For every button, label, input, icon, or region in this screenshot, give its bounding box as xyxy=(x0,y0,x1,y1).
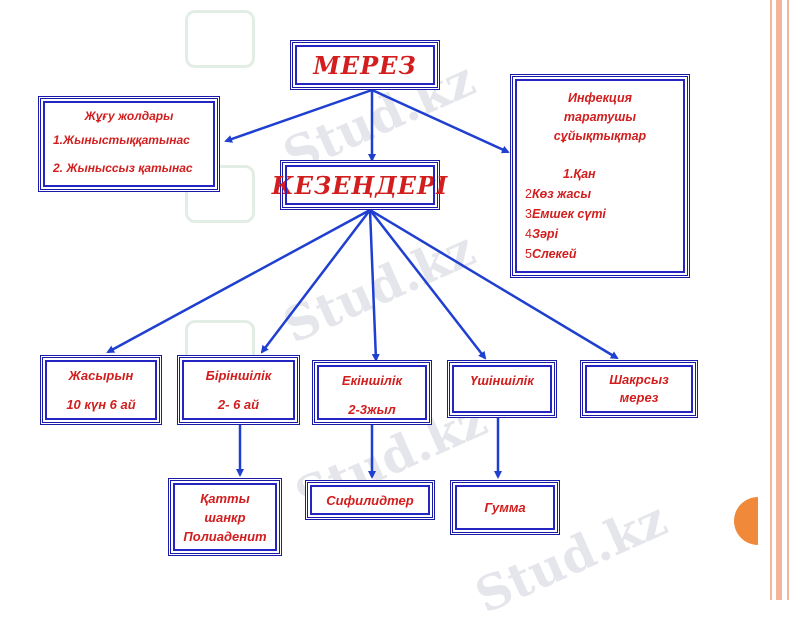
stage-detail: 2- 6 ай xyxy=(217,397,260,412)
transmission-title: Жұғу жолдары xyxy=(84,109,174,123)
watermark-logo xyxy=(185,10,255,68)
stage-name: Екіншілік xyxy=(341,373,403,388)
stage-detail: мерез xyxy=(619,390,659,405)
transmission-item: 1.Жыныстыққатынас xyxy=(53,133,190,147)
side-border-line xyxy=(787,0,789,600)
gumma-box: Гумма xyxy=(450,480,560,535)
transmission-item: 2. Жыныссыз қатынас xyxy=(53,161,193,175)
stage-detail: 2-3жыл xyxy=(348,402,396,417)
stage-detail: 10 күн 6 ай xyxy=(66,397,136,412)
syphilides-box: Сифилидтер xyxy=(305,480,435,520)
fluid-item: 3Емшек сүті xyxy=(525,207,606,221)
fluid-item: 5Слекей xyxy=(525,247,577,261)
side-border-line xyxy=(770,0,772,600)
stages-title-box: КЕЗЕҢДЕРІ xyxy=(272,160,447,210)
stage-box-secondary: Екіншілік 2-3жыл xyxy=(312,360,432,425)
root-box-syphilis: МЕРЕЗ xyxy=(290,40,440,90)
stage-box-latent: Жасырын 10 күн 6 ай xyxy=(40,355,162,425)
connector-arrows xyxy=(106,88,619,479)
stage-name: Үшіншілік xyxy=(470,373,534,388)
stage-name: Шакрсыз xyxy=(609,372,669,387)
stage-box-tertiary: Үшіншілік xyxy=(447,360,557,418)
stage-name: Біріншілік xyxy=(205,368,272,383)
stage-box-congenital: Шакрсыз мерез xyxy=(580,360,698,418)
infection-fluids-box: Инфекция таратушы сұйықтықтар 1.Қан 2Көз… xyxy=(510,74,690,278)
fluid-item: 4Зәрі xyxy=(525,227,559,241)
stage-box-primary: Біріншілік 2- 6 ай xyxy=(177,355,300,425)
watermark-logo xyxy=(185,165,255,223)
side-border-line xyxy=(776,0,782,600)
infection-fluids-title: Инфекция таратушы сұйықтықтар xyxy=(553,91,647,143)
transmission-routes-box: Жұғу жолдары 1.Жыныстыққатынас 2. Жынысс… xyxy=(38,96,220,192)
stage-name: Жасырын xyxy=(68,368,134,383)
fluid-item: 1.Қан xyxy=(563,167,596,181)
infection-fluids-list: 1.Қан 2Көз жасы 3Емшек сүті 4Зәрі 5Слеке… xyxy=(513,164,687,264)
fluid-item: 2Көз жасы xyxy=(525,187,592,201)
hard-chancre-box: Қатты шанкр Полиаденит xyxy=(168,478,282,556)
